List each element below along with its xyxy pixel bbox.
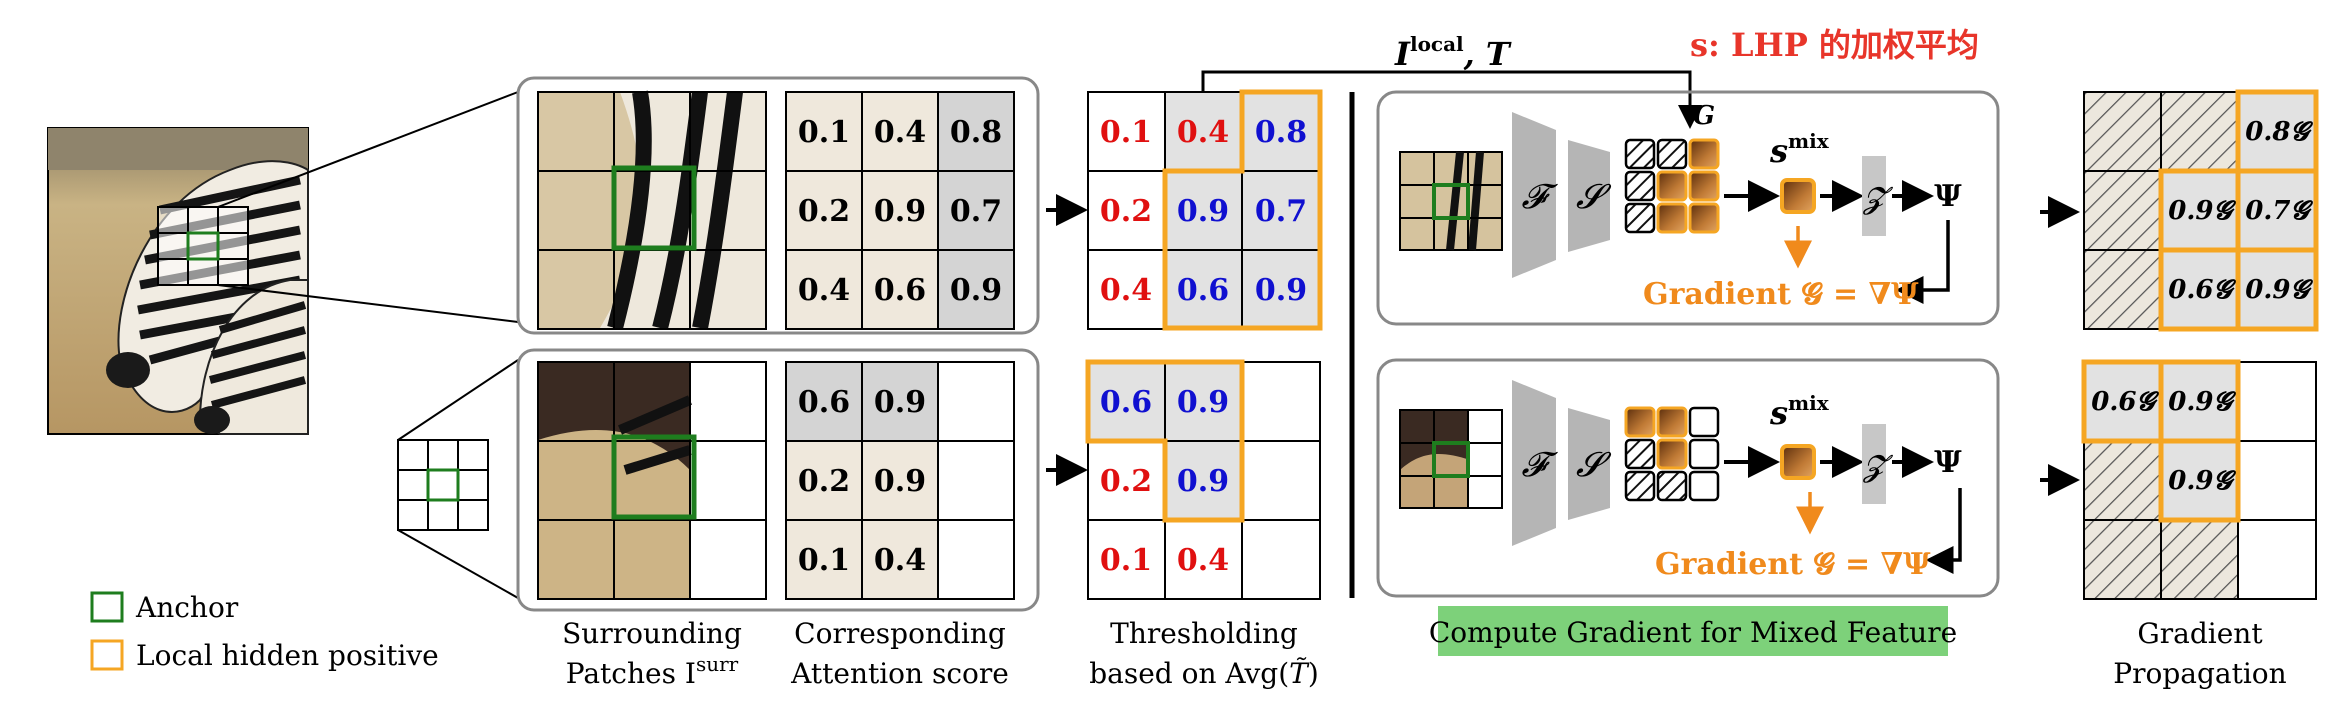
thr-bottom-cell: 0.6 (1100, 385, 1152, 420)
propagation-grid-top: 0.8𝓖 0.9𝓖 0.7𝓖 0.6𝓖 0.9𝓖 (2083, 89, 2319, 332)
attention-grid-top: 0.1 0.4 0.8 0.2 0.9 0.7 0.4 0.6 0.9 (785, 91, 1015, 330)
prop-bottom-cell: 0.9𝓖 (2168, 387, 2236, 417)
attn-bottom-cell: 0.2 (798, 464, 850, 499)
anchor-grid-top (157, 206, 249, 286)
attn-top-cell: 0.4 (874, 115, 926, 150)
photo-grid-cell (427, 499, 459, 531)
thr-top-cell: 0.8 (1255, 115, 1307, 150)
anchor-legend-label: Anchor (135, 591, 239, 624)
psi-symbol: Ψ (1934, 445, 1962, 480)
thr-top-cell: 0.9 (1255, 273, 1307, 308)
thr-bottom-cell: 0.9 (1177, 385, 1229, 420)
attn-top-cell: 0.2 (798, 194, 850, 229)
prop-bottom-cell: 0.6𝓖 (2091, 387, 2159, 417)
gradient-panel-top (1376, 90, 2000, 326)
thr-bottom-cell: 0.1 (1100, 543, 1152, 578)
attn-bottom-cell: 0.9 (874, 464, 926, 499)
gradient-panel-bottom (1376, 358, 2000, 598)
Z-symbol: 𝓩 (1862, 449, 1893, 484)
threshold-grid-top: 0.1 0.4 0.8 0.2 0.9 0.7 0.4 0.6 0.9 (1087, 89, 1323, 331)
surrounding-patches-top (537, 90, 767, 330)
photo-grid-cell (457, 469, 489, 501)
thr-bottom-cell: 0.9 (1177, 464, 1229, 499)
caption-threshold-1: Thresholding (1110, 617, 1298, 650)
attn-top-cell: 0.7 (950, 194, 1002, 229)
surrounding-patches-bottom (537, 361, 767, 600)
G-symbol: G (1693, 101, 1715, 131)
zebra-photo (47, 127, 309, 435)
top-patch-panel (516, 76, 1040, 335)
anchor-box-bottom (611, 434, 697, 520)
attn-bottom-cell: 0.9 (874, 385, 926, 420)
prop-top-cell: 0.9𝓖 (2245, 275, 2313, 305)
caption-surrounding-2: Patches Isurr (566, 652, 739, 690)
caption-surrounding-1: Surrounding (562, 617, 742, 650)
compute-gradient-caption: Compute Gradient for Mixed Feature (1429, 616, 1957, 649)
attn-top-cell: 0.8 (950, 115, 1002, 150)
compute-gradient-banner (1438, 606, 1948, 656)
photo-grid-cell (397, 499, 429, 531)
smix-label: smix (1769, 129, 1830, 170)
pipeline-top: 𝓕 𝓢 G smix 𝓩 Ψ Gradient 𝓖 = ∇Ψ (1399, 101, 1962, 312)
photo-grid-cell (427, 469, 459, 501)
photo-grid-cell (457, 439, 489, 471)
caption-attention-2: Attention score (790, 657, 1009, 690)
anchor-box-top (611, 165, 697, 251)
legend: Anchor Local hidden positive (90, 591, 439, 672)
smix-label: smix (1769, 391, 1830, 432)
photo-grid-cell (457, 499, 489, 531)
Z-symbol: 𝓩 (1862, 181, 1893, 216)
lhp-note: s: LHP 的加权平均 (1690, 26, 1979, 64)
photo-grid-cell (397, 469, 429, 501)
attn-top-cell: 0.9 (950, 273, 1002, 308)
thr-top-cell: 0.6 (1177, 273, 1229, 308)
photo-grid-cell (427, 439, 459, 471)
thr-bottom-cell: 0.4 (1177, 543, 1229, 578)
threshold-grid-bottom: 0.6 0.9 0.2 0.9 0.1 0.4 (1085, 359, 1321, 600)
lhp-legend-label: Local hidden positive (136, 639, 439, 672)
gradient-label-top: Gradient 𝓖 = ∇Ψ (1643, 277, 1919, 312)
prop-top-cell: 0.9𝓖 (2168, 196, 2236, 226)
attn-bottom-cell: 0.6 (798, 385, 850, 420)
caption-attention-1: Corresponding (794, 617, 1006, 650)
local-T-connector (1201, 70, 1702, 129)
attn-bottom-cell: 0.1 (798, 543, 850, 578)
prop-top-cell: 0.6𝓖 (2168, 275, 2236, 305)
bottom-patch-panel (516, 348, 1040, 612)
thr-top-cell: 0.4 (1100, 273, 1152, 308)
smix-feature (1780, 178, 1816, 214)
caption-threshold-2: based on Avg(T̃) (1089, 657, 1319, 690)
caption-propagation-2: Propagation (2113, 657, 2286, 690)
prop-bottom-cell: 0.9𝓖 (2168, 466, 2236, 496)
thr-top-cell: 0.4 (1177, 115, 1229, 150)
thr-bottom-cell: 0.2 (1100, 464, 1152, 499)
anchor-marker (426, 468, 460, 502)
thr-top-cell: 0.9 (1177, 194, 1229, 229)
thr-top-cell: 0.2 (1100, 194, 1152, 229)
attn-top-cell: 0.4 (798, 273, 850, 308)
thr-top-cell: 0.7 (1255, 194, 1307, 229)
attn-top-cell: 0.9 (874, 194, 926, 229)
encoder-S-block (1568, 140, 1610, 252)
gradient-label-bottom: Gradient 𝓖 = ∇Ψ (1655, 547, 1931, 582)
prop-top-cell: 0.8𝓖 (2245, 117, 2313, 147)
lhp-legend-swatch (90, 639, 124, 671)
attn-bottom-cell: 0.4 (874, 543, 926, 578)
psi-symbol: Ψ (1934, 179, 1962, 214)
caption-propagation-1: Gradient (2137, 617, 2263, 650)
photo-grid-cell (397, 439, 429, 471)
thr-top-cell: 0.1 (1100, 115, 1152, 150)
encoder-F-block (1512, 112, 1556, 278)
pipeline-bottom: 𝓕 𝓢 smix 𝓩 Ψ Gradient 𝓖 = ∇Ψ (1399, 380, 1962, 582)
anchor-legend-swatch (90, 591, 124, 623)
attention-grid-bottom: 0.6 0.9 0.2 0.9 0.1 0.4 (785, 361, 1015, 600)
propagation-grid-bottom: 0.6𝓖 0.9𝓖 0.9𝓖 (2081, 359, 2317, 600)
prop-top-cell: 0.7𝓖 (2245, 196, 2313, 226)
attn-top-cell: 0.1 (798, 115, 850, 150)
local-T-label: Ilocal, T (1394, 32, 1512, 73)
attn-top-cell: 0.6 (874, 273, 926, 308)
